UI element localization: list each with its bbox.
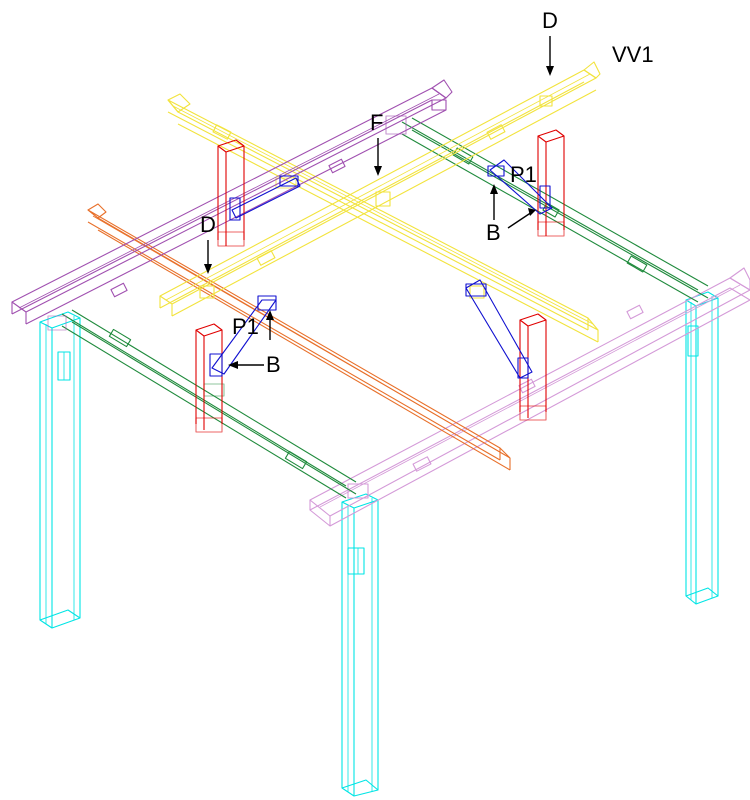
label-b-front-text: B bbox=[266, 352, 281, 377]
leader-b-back-diag bbox=[507, 211, 533, 229]
leg-back-right bbox=[685, 291, 719, 605]
label-b-back: B bbox=[486, 184, 536, 245]
brace-blue-back-right bbox=[487, 159, 553, 215]
beam-green-front bbox=[61, 309, 357, 499]
label-p1-back: P1 bbox=[510, 162, 537, 187]
beam-yellow-front bbox=[159, 61, 601, 317]
label-f-text: F bbox=[370, 110, 383, 135]
brace-blue-back-left bbox=[229, 175, 301, 221]
leader-arrow bbox=[490, 184, 498, 194]
label-d-left: D bbox=[200, 212, 216, 274]
label-d-top: D bbox=[542, 8, 558, 76]
label-p1-back-text: P1 bbox=[510, 162, 537, 187]
beam-green-right bbox=[401, 117, 709, 303]
leg-front-left bbox=[39, 311, 81, 629]
leg-front-middle bbox=[341, 493, 379, 797]
leader-arrow bbox=[528, 208, 536, 216]
label-f: F bbox=[370, 110, 383, 176]
post-red-front-right bbox=[519, 313, 547, 421]
label-p1-front-text: P1 bbox=[232, 314, 259, 339]
leader-arrow bbox=[546, 66, 554, 76]
brace-blue-front-left bbox=[209, 295, 277, 377]
leader-arrow bbox=[374, 166, 382, 176]
label-d-left-text: D bbox=[200, 212, 216, 237]
brace-blue-front-right bbox=[465, 279, 533, 379]
post-red-back-left bbox=[217, 139, 245, 247]
post-red-front-left bbox=[195, 323, 223, 433]
label-b-front: B bbox=[228, 352, 281, 377]
leader-arrow bbox=[204, 264, 212, 274]
beam-lilac-right bbox=[309, 267, 750, 527]
beam-orange bbox=[87, 203, 511, 471]
label-d-top-text: D bbox=[542, 8, 558, 33]
label-vv1: VV1 bbox=[612, 42, 654, 67]
leader-arrow bbox=[266, 310, 274, 320]
leader-arrow bbox=[228, 361, 238, 369]
post-red-back-right bbox=[537, 129, 565, 237]
beam-purple-left bbox=[11, 79, 453, 331]
label-p1-front: P1 bbox=[232, 310, 274, 340]
label-b-back-text: B bbox=[486, 220, 501, 245]
